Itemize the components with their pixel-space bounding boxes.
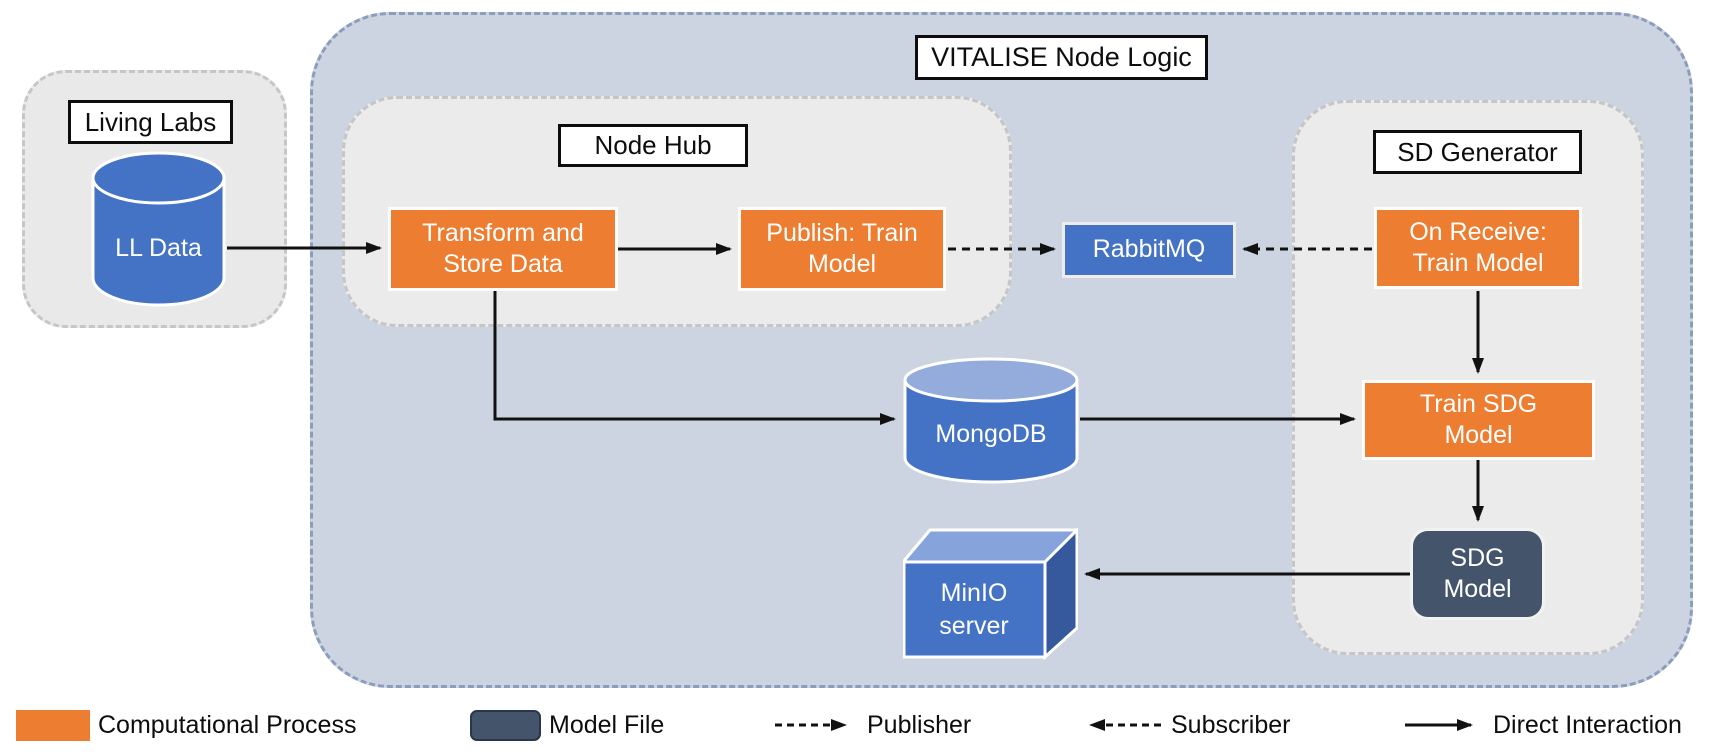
mongodb-label: MongoDB	[935, 419, 1047, 448]
node-hub-title: Node Hub	[558, 124, 748, 167]
vitalise-title-label: VITALISE Node Logic	[931, 42, 1192, 72]
train-sdg-model-box: Train SDG Model	[1362, 380, 1595, 460]
ll-data-label: LL Data	[115, 233, 202, 262]
living-labs-title: Living Labs	[68, 100, 233, 144]
on-receive-train-model-box: On Receive: Train Model	[1374, 207, 1582, 289]
legend-publisher: Publisher	[773, 703, 971, 747]
legend-label: Computational Process	[98, 710, 357, 739]
legend-label: Subscriber	[1171, 710, 1291, 739]
sd-generator-title-label: SD Generator	[1397, 136, 1558, 167]
solid-arrow-right-icon	[1405, 719, 1473, 731]
model-file-swatch-icon	[470, 709, 541, 741]
minio-cube-icon	[903, 528, 1078, 660]
legend-subscriber: Subscriber	[1077, 703, 1291, 747]
mongodb-database-icon	[903, 357, 1079, 484]
rabbitmq-box: RabbitMQ	[1062, 222, 1236, 278]
legend-label: Model File	[549, 710, 665, 739]
sdg-model-box: SDG Model	[1410, 528, 1545, 620]
legend-computational-process: Computational Process	[16, 703, 356, 747]
dashed-arrow-right-icon	[775, 719, 847, 731]
computational-process-swatch-icon	[16, 709, 90, 741]
legend-label: Publisher	[867, 710, 972, 739]
publish-train-model-box: Publish: Train Model	[738, 207, 946, 291]
vitalise-title: VITALISE Node Logic	[915, 35, 1208, 80]
node-hub-title-label: Node Hub	[594, 130, 712, 160]
sd-generator-title: SD Generator	[1373, 130, 1582, 174]
dashed-arrow-left-icon	[1089, 719, 1161, 731]
ll-data-database-icon	[91, 151, 226, 307]
arrow-transform-to-mongodb	[493, 291, 896, 425]
living-labs-title-label: Living Labs	[84, 106, 217, 137]
minio-label: MinIO server	[939, 579, 1009, 640]
legend-model-file: Model File	[470, 703, 664, 747]
transform-store-data-box: Transform and Store Data	[388, 207, 618, 291]
legend-label: Direct Interaction	[1493, 710, 1682, 739]
legend-direct-interaction: Direct Interaction	[1403, 703, 1682, 747]
